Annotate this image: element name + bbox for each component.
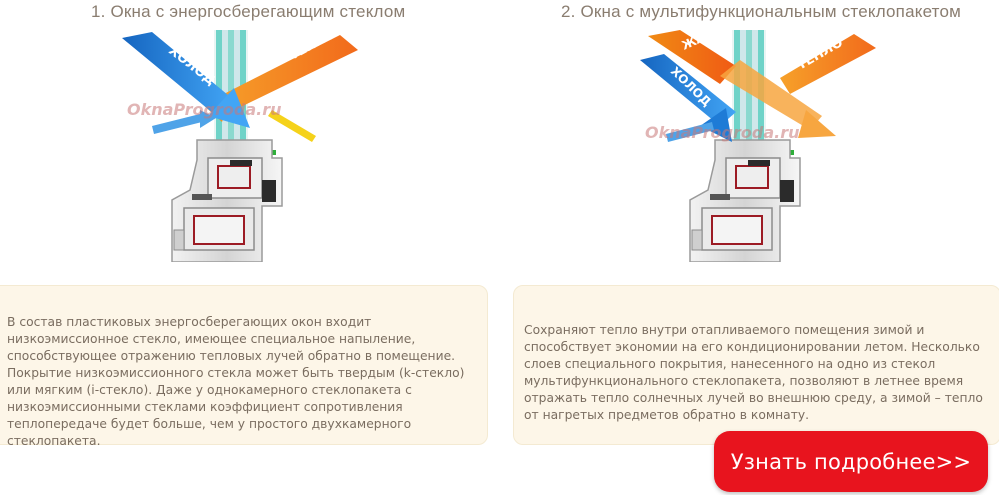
section-1-description: В состав пластиковых энергосберегающих о…: [7, 315, 465, 448]
section-2-description-card: [513, 285, 999, 445]
window-frame-profile: [171, 139, 283, 262]
window-frame-profile: [689, 139, 801, 262]
heat-arrow: ЖАРА: [648, 30, 836, 138]
warm-arrow: ТЕПЛО: [780, 34, 876, 94]
learn-more-button[interactable]: Узнать подробнее>>: [714, 431, 988, 492]
small-cold-ray: [152, 114, 202, 134]
reflected-ray: [268, 110, 316, 142]
section-1-description-card: [0, 285, 488, 445]
site-watermark: OknaProgroda.ru: [127, 100, 282, 119]
energy-saving-window-diagram: ТЕПЛО ХОЛОД: [122, 30, 358, 262]
section-2-title: 2. Окна с мультифункциональным стеклопак…: [561, 2, 961, 21]
section-1-title: 1. Окна с энергосберегающим стеклом: [91, 2, 406, 21]
small-cold-ray: [666, 122, 714, 142]
multifunctional-window-diagram: ЖАРА ТЕПЛО ХОЛОД: [640, 30, 876, 262]
section-2-description: Сохраняют тепло внутри отапливаемого пом…: [524, 323, 983, 422]
site-watermark: OknaProgroda.ru: [645, 123, 800, 142]
